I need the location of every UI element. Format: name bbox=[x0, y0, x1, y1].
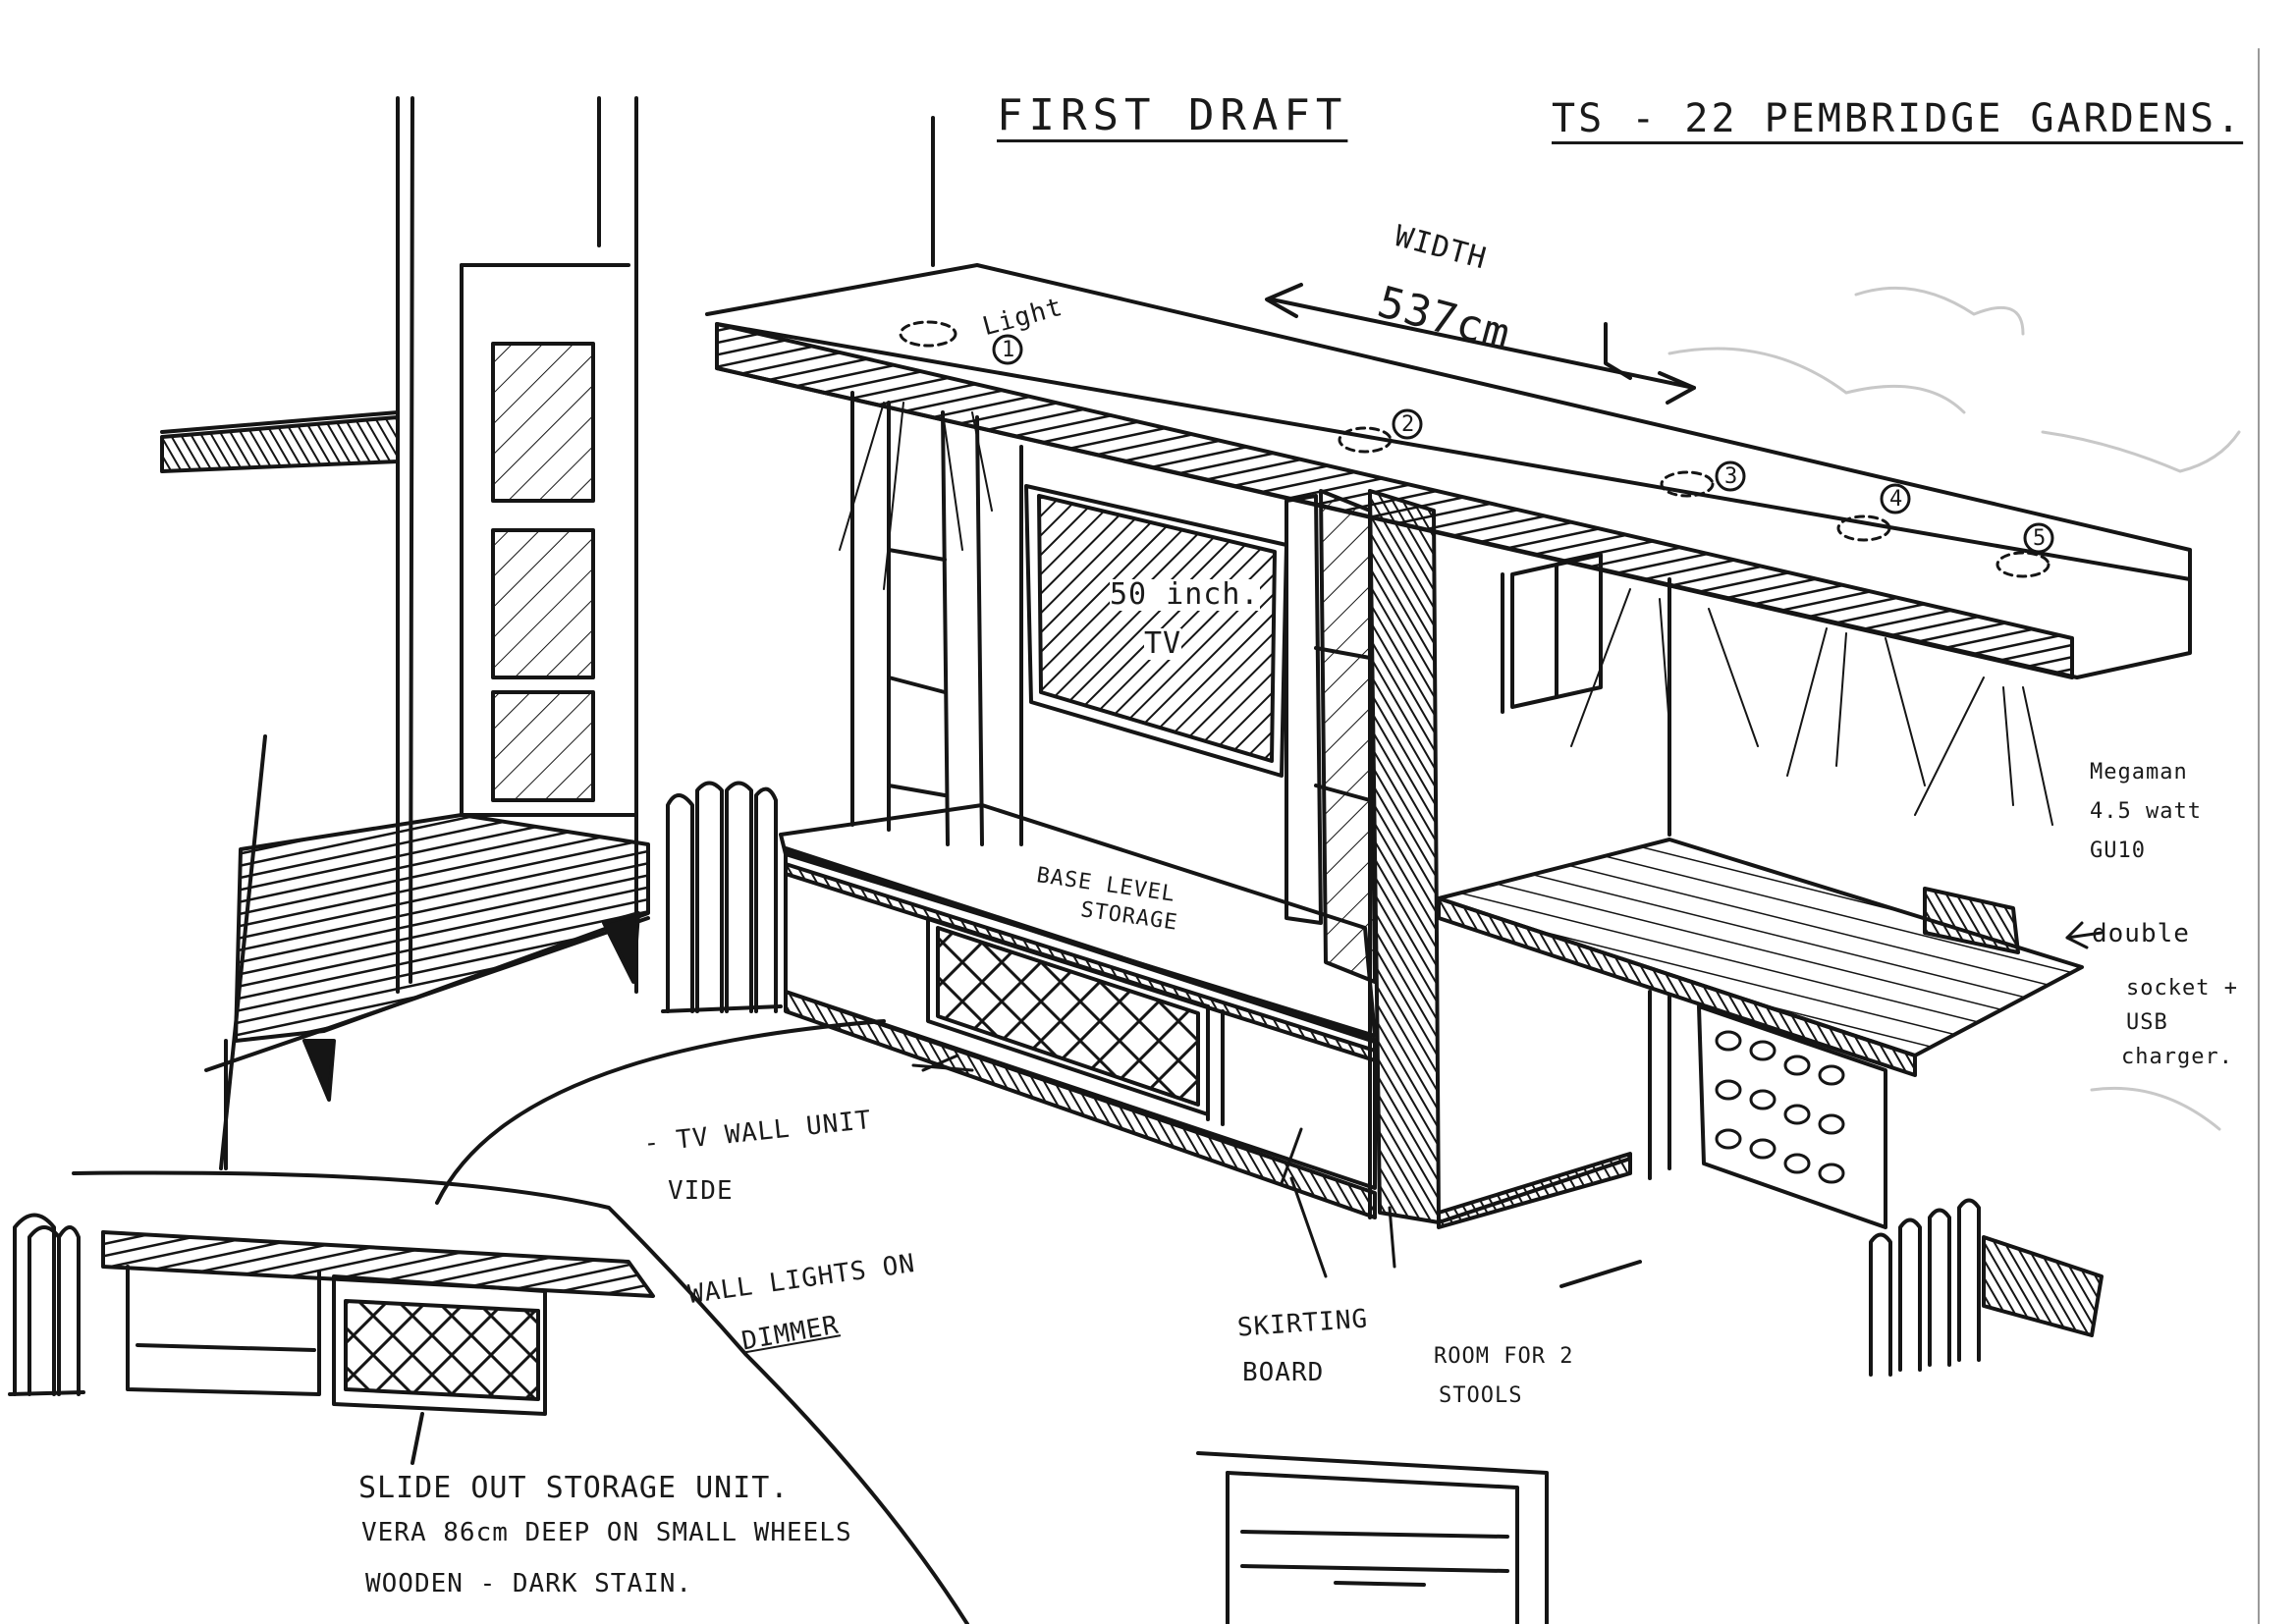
base-level-storage bbox=[779, 803, 1378, 1219]
radiator-right bbox=[1869, 1198, 2104, 1377]
center-tall-unit bbox=[1285, 489, 1441, 1224]
left-window-column bbox=[160, 96, 638, 994]
megaman-label-3: GU10 bbox=[2090, 839, 2146, 863]
rug-outline bbox=[72, 1019, 1642, 1624]
stools-label-2: STOOLS bbox=[1439, 1383, 1523, 1408]
top-floating-shelf bbox=[705, 116, 2192, 679]
slide-out-label-1: SLIDE OUT STORAGE UNIT. bbox=[358, 1471, 790, 1505]
megaman-label-1: Megaman bbox=[2090, 760, 2188, 785]
socket-label-2: socket + bbox=[2126, 976, 2238, 1001]
project-name: TS - 22 PEMBRIDGE GARDENS. bbox=[1552, 96, 2244, 141]
width-dimension-arrow bbox=[1265, 283, 1696, 405]
left-shelving-unit bbox=[850, 391, 984, 846]
skirting-label-2: BOARD bbox=[1242, 1358, 1325, 1387]
radiator-left bbox=[661, 781, 783, 1013]
socket-label-4: charger. bbox=[2121, 1045, 2233, 1069]
megaman-label-2: 4.5 watt bbox=[2090, 799, 2202, 824]
light-marker-5: 5 bbox=[2033, 526, 2048, 551]
slide-out-label-3: WOODEN - DARK STAIN. bbox=[365, 1569, 693, 1598]
drawing-title: FIRST DRAFT bbox=[997, 90, 1348, 140]
bottom-inset-sketch bbox=[1196, 1451, 1549, 1624]
left-window-seat bbox=[204, 734, 650, 1170]
tv-size-label: 50 inch. bbox=[1110, 577, 1260, 612]
socket-label-1: double bbox=[2092, 919, 2190, 948]
tv-label: TV bbox=[1144, 626, 1182, 661]
right-desk-unit bbox=[1437, 553, 2084, 1229]
stools-label-1: ROOM FOR 2 bbox=[1434, 1344, 1574, 1369]
light-markers bbox=[899, 320, 2054, 578]
light-marker-2: 2 bbox=[1401, 412, 1416, 437]
light-marker-1: 1 bbox=[1002, 338, 1016, 362]
light-marker-3: 3 bbox=[1724, 464, 1739, 489]
light-marker-4: 4 bbox=[1889, 487, 1904, 512]
leader-lines bbox=[911, 921, 2104, 1278]
slide-out-storage-sketch bbox=[8, 1213, 655, 1465]
tv-wall-unit-label-2: VIDE bbox=[668, 1176, 734, 1206]
socket-label-3: USB bbox=[2126, 1010, 2168, 1035]
page-smudges bbox=[1667, 286, 2241, 1131]
slide-out-label-2: VERA 86cm DEEP ON SMALL WHEELS bbox=[361, 1518, 852, 1547]
